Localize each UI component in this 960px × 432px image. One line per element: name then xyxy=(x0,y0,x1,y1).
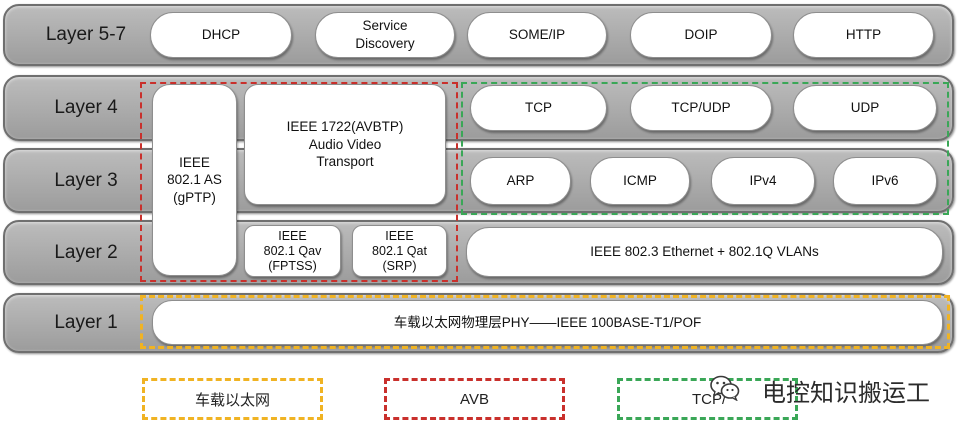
legend-avb-label: AVB xyxy=(460,390,489,408)
avb-group-outline xyxy=(140,82,458,282)
layer-1-label: Layer 1 xyxy=(54,312,118,333)
protocol-tcp: TCP xyxy=(470,85,607,131)
legend-tcpip: TCP/ xyxy=(617,378,798,420)
protocol-service-discovery: Service Discovery xyxy=(315,12,455,58)
protocol-qat: IEEE 802.1 Qat (SRP) xyxy=(352,225,447,277)
legend-ethernet: 车载以太网 xyxy=(142,378,323,420)
protocol-dhcp: DHCP xyxy=(150,12,292,58)
legend-avb: AVB xyxy=(384,378,565,420)
protocol-gptp: IEEE 802.1 AS (gPTP) xyxy=(152,84,237,276)
ethernet-group-outline xyxy=(140,295,950,349)
protocol-ipv6: IPv6 xyxy=(833,157,937,205)
protocol-icmp: ICMP xyxy=(590,157,690,205)
watermark: 电控知识搬运工 xyxy=(710,375,930,407)
protocol-arp: ARP xyxy=(470,157,571,205)
legend-ethernet-label: 车载以太网 xyxy=(194,391,270,409)
protocol-http: HTTP xyxy=(793,12,934,58)
protocol-ipv4: IPv4 xyxy=(711,157,815,205)
protocol-qav: IEEE 802.1 Qav (FPTSS) xyxy=(244,225,341,277)
watermark-text: 电控知识搬运工 xyxy=(762,379,930,407)
protocol-udp: UDP xyxy=(793,85,937,131)
protocol-some-ip: SOME/IP xyxy=(467,12,607,58)
layer-5-7-label: Layer 5-7 xyxy=(45,24,127,45)
layer-4-label: Layer 4 xyxy=(54,97,118,118)
protocol-avbtp: IEEE 1722(AVBTP) Audio Video Transport xyxy=(244,84,446,205)
layer-2-label: Layer 2 xyxy=(54,241,118,263)
protocol-phy: 车载以太网物理层PHY——IEEE 100BASE-T1/POF xyxy=(152,300,943,345)
protocol-ethernet-vlan: IEEE 802.3 Ethernet + 802.1Q VLANs xyxy=(466,227,943,277)
legend-tcpip-label: TCP/ xyxy=(692,390,727,408)
layer-3-label: Layer 3 xyxy=(54,169,118,191)
protocol-doip: DOIP xyxy=(630,12,772,58)
protocol-tcp-udp: TCP/UDP xyxy=(630,85,772,131)
wechat-icon xyxy=(710,375,740,406)
tcpip-group-outline xyxy=(461,82,949,215)
